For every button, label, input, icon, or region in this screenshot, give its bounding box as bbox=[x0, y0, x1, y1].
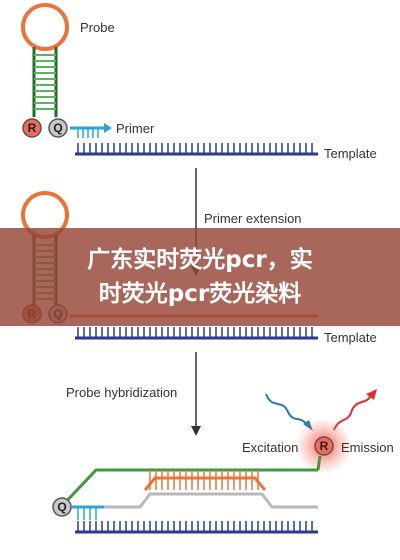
reporter-label-3: R bbox=[320, 439, 329, 453]
quencher-label-3: Q bbox=[57, 500, 66, 514]
quencher-marker-3: Q bbox=[52, 497, 72, 517]
primer-strand-3 bbox=[72, 492, 318, 520]
title-banner: 广东实时荧光pcr，实 时荧光pcr荧光染料 bbox=[0, 228, 400, 326]
template-label-2: Template bbox=[324, 330, 377, 345]
template-label-1: Template bbox=[324, 146, 377, 161]
hybridized-probe bbox=[58, 455, 322, 510]
template-strand-1 bbox=[75, 143, 318, 156]
reporter-label: R bbox=[28, 121, 37, 135]
banner-title-line-1: 广东实时荧光pcr，实 bbox=[87, 247, 313, 273]
emission-arrow bbox=[333, 389, 377, 431]
step-arrow-2 bbox=[191, 352, 201, 436]
reporter-marker-3: R bbox=[314, 436, 334, 456]
emission-label: Emission bbox=[341, 440, 394, 455]
probe-stem bbox=[32, 47, 58, 117]
panel-probe-primer: R Q Probe Primer Template bbox=[21, 3, 377, 161]
reporter-marker: R bbox=[22, 118, 42, 138]
banner-title-line-2: 时荧光pcr荧光染料 bbox=[98, 281, 302, 307]
excitation-label: Excitation bbox=[242, 440, 298, 455]
probe-label: Probe bbox=[80, 20, 115, 35]
primer-label: Primer bbox=[116, 121, 155, 136]
quencher-label: Q bbox=[53, 121, 62, 135]
template-strand-3 bbox=[75, 521, 318, 534]
probe-loop bbox=[21, 3, 69, 51]
probe-hybridization-label: Probe hybridization bbox=[66, 385, 177, 400]
primer-strand bbox=[70, 123, 112, 138]
quencher-marker: Q bbox=[48, 118, 68, 138]
primer-extension-label: Primer extension bbox=[204, 211, 302, 226]
template-strand-2 bbox=[75, 327, 318, 340]
panel-probe-hybridization: R Excitation Emission Q bbox=[52, 389, 394, 534]
